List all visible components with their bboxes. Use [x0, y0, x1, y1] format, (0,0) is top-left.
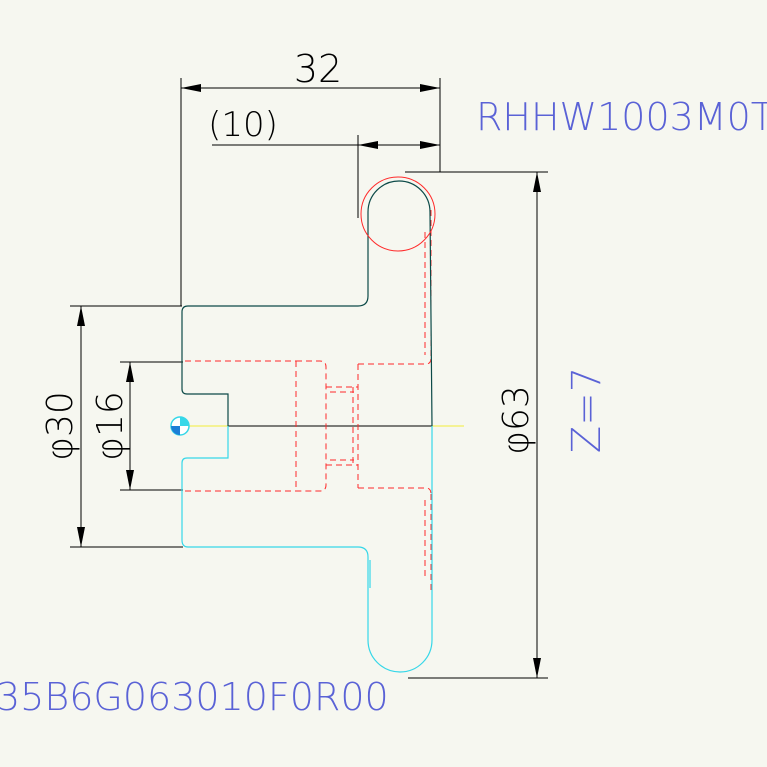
dimension-outer-diameter-label: φ30 — [40, 391, 81, 461]
dimension-cutting-diameter: φ63 — [405, 171, 548, 679]
dimension-overall-width-label: 32 — [294, 47, 342, 91]
insert-circle — [360, 176, 436, 252]
dimension-reference-width-label: (10) — [208, 105, 278, 145]
hidden-lines — [185, 210, 432, 592]
dimension-cutting-diameter-label: φ63 — [496, 385, 537, 455]
center-mark-icon — [170, 416, 190, 436]
dimension-bore-diameter: φ16 — [90, 361, 183, 491]
profile-lower — [181, 426, 433, 673]
dimension-bore-diameter-label: φ16 — [90, 391, 131, 461]
body-code-label: 35B6G063010F0R00 — [0, 675, 389, 719]
dimension-overall-width: 32 — [180, 47, 441, 306]
dimension-outer-diameter: φ30 — [40, 305, 183, 548]
teeth-count-label: Z=7 — [564, 367, 610, 453]
insert-code-label: RHHW1003M0TN — [476, 95, 767, 139]
profile-upper — [181, 180, 433, 427]
dimension-reference-width: (10) — [208, 105, 440, 218]
